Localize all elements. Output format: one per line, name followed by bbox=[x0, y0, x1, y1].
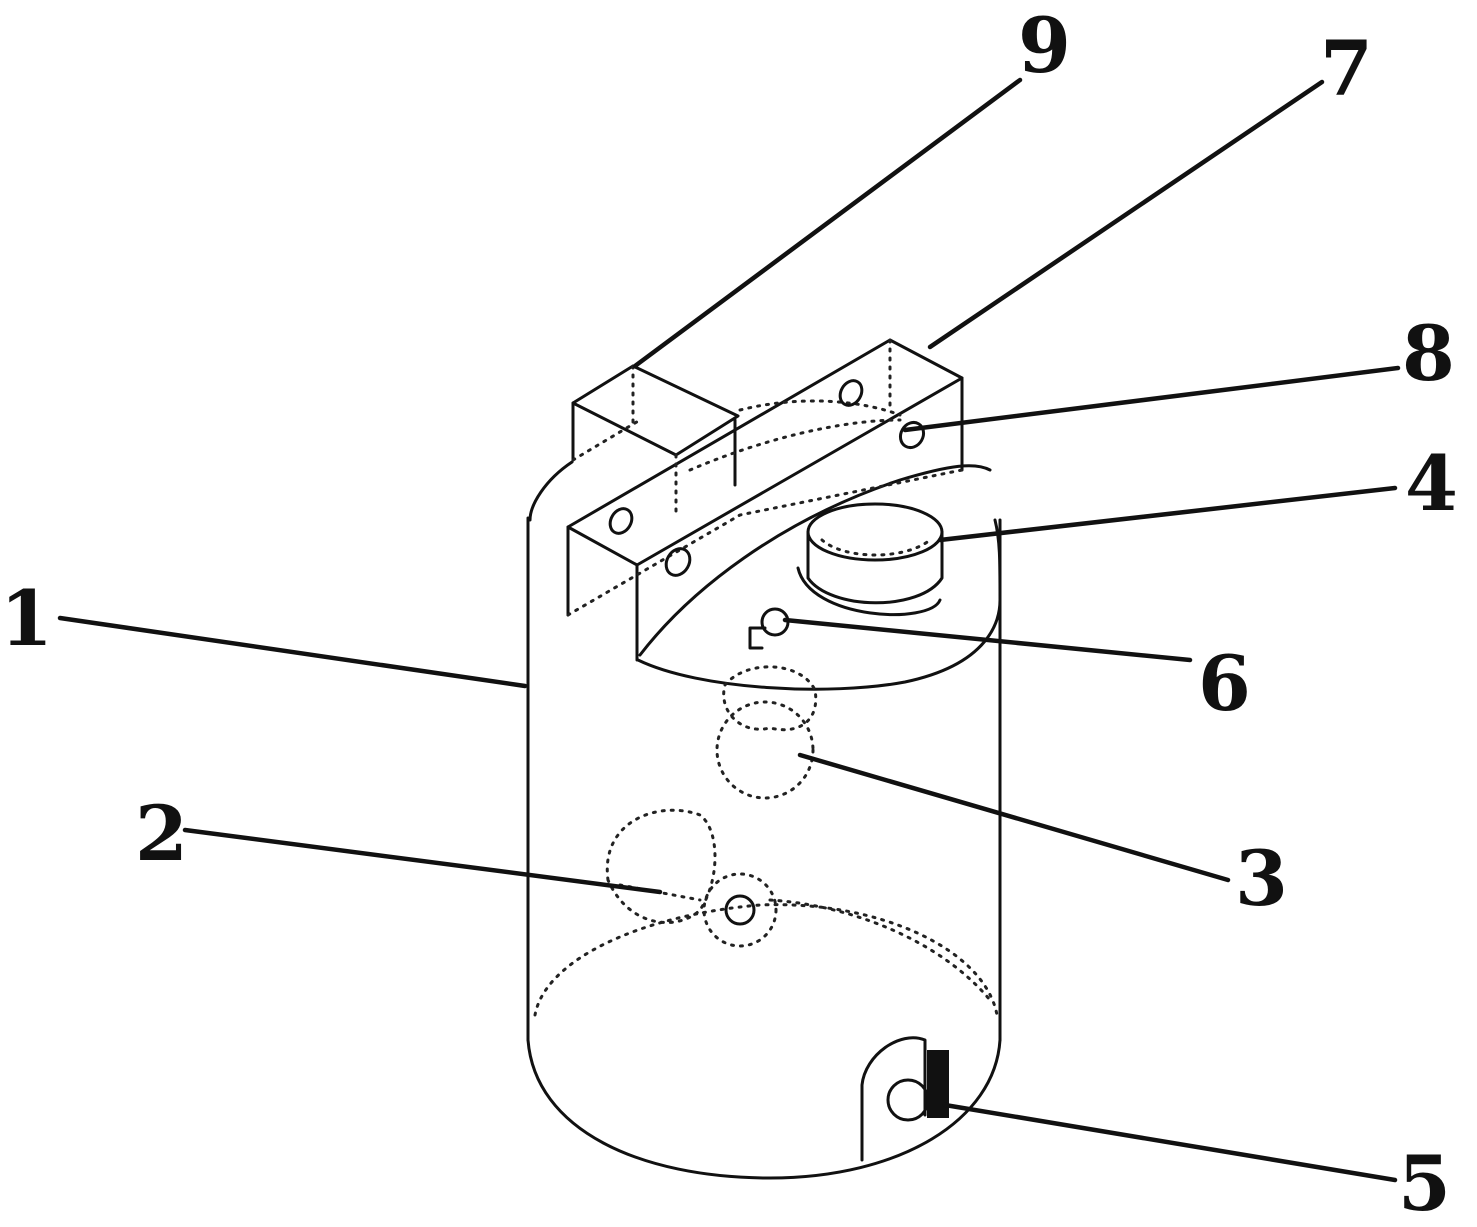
leader-4 bbox=[937, 485, 1398, 543]
leader-7 bbox=[927, 79, 1325, 350]
leader-2 bbox=[182, 827, 663, 895]
drain-valve-block bbox=[927, 1050, 949, 1118]
callout-label-4: 4 bbox=[1405, 439, 1458, 528]
inlet-pipe bbox=[796, 502, 944, 617]
callout-label-8: 8 bbox=[1402, 309, 1455, 398]
callout-label-5: 5 bbox=[1398, 1139, 1451, 1227]
leader-3 bbox=[797, 752, 1231, 883]
bolt-hole-front bbox=[664, 547, 692, 577]
valve-stem bbox=[748, 626, 767, 650]
leader-6 bbox=[782, 617, 1193, 663]
bar-hidden-arc bbox=[688, 418, 902, 472]
inlet-pipe-collar bbox=[796, 566, 942, 617]
inlet-pipe-wall bbox=[806, 530, 944, 605]
callout-label-7: 7 bbox=[1320, 24, 1373, 113]
callout-label-1: 1 bbox=[0, 574, 53, 663]
inlet-pipe-inner bbox=[820, 538, 932, 557]
float-ball bbox=[715, 700, 815, 800]
inlet-pipe-top bbox=[806, 502, 944, 562]
gear-small-outer bbox=[702, 872, 778, 948]
leader-9 bbox=[632, 77, 1023, 369]
cylinder-bottom-hidden-rim bbox=[533, 903, 999, 1017]
gear-assembly bbox=[605, 808, 992, 1002]
bolt-hole-front-left bbox=[608, 507, 634, 535]
left-block-top bbox=[571, 364, 740, 457]
callout-label-2: 2 bbox=[135, 789, 188, 878]
float-valve-assembly bbox=[715, 607, 818, 800]
callout-label-9: 9 bbox=[1018, 1, 1071, 90]
gear-hub bbox=[724, 894, 756, 926]
leader-5 bbox=[942, 1102, 1398, 1183]
cylinder-top-rim-left bbox=[528, 460, 574, 522]
drain-nozzle bbox=[886, 1078, 930, 1122]
bolt-hole-top bbox=[838, 379, 864, 407]
cylinder-body bbox=[526, 460, 1002, 1180]
leader-1 bbox=[57, 615, 528, 689]
bolt-hole-right bbox=[898, 420, 926, 450]
drain-outlet bbox=[860, 1036, 949, 1162]
leader-8 bbox=[902, 365, 1401, 433]
callout-label-3: 3 bbox=[1235, 834, 1288, 923]
lid-right-curve bbox=[638, 464, 992, 657]
gear-shaft bbox=[618, 883, 992, 1002]
callout-label-6: 6 bbox=[1198, 639, 1251, 728]
cylinder-top-rim bbox=[636, 518, 1002, 691]
bar-hidden-edges bbox=[566, 338, 964, 617]
float-cage bbox=[722, 665, 818, 732]
leader-lines bbox=[57, 77, 1401, 1183]
drain-flange bbox=[860, 1036, 927, 1162]
gear-large bbox=[605, 808, 717, 924]
